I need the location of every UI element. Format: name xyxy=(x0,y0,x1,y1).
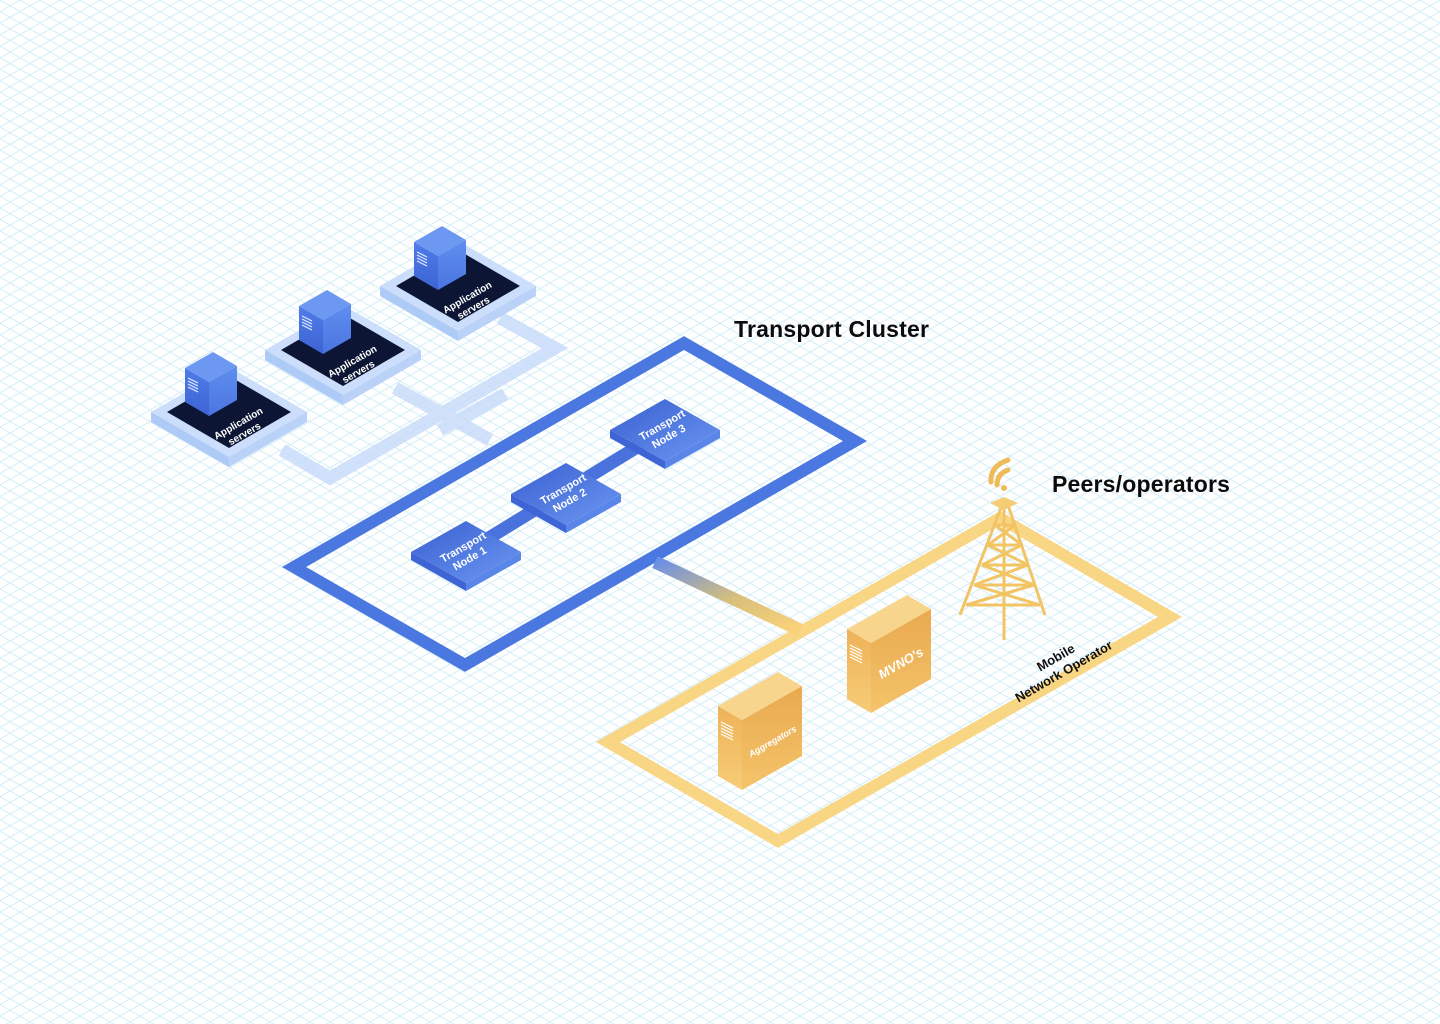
server-top xyxy=(185,352,237,382)
server-side xyxy=(438,240,466,290)
platform-edge xyxy=(151,412,229,467)
platform-edge xyxy=(458,286,536,341)
server-side xyxy=(323,304,351,354)
transport-node-top xyxy=(610,399,720,461)
transport-node-top xyxy=(411,521,521,583)
peers-boundary xyxy=(595,511,1183,848)
platform-edge xyxy=(380,286,458,341)
server-top xyxy=(414,226,466,256)
cell-tower-icon xyxy=(958,497,1047,640)
transport-node-top xyxy=(511,463,621,525)
wifi-signal-icon xyxy=(988,457,1011,491)
transport-cluster-boundary xyxy=(281,336,868,672)
cluster-to-peers-link xyxy=(652,556,803,636)
transport-cluster-heading: Transport Cluster xyxy=(734,316,930,342)
platform-edge xyxy=(343,350,421,405)
platform-edge xyxy=(229,412,307,467)
server-side xyxy=(209,366,237,416)
app-server-connectors xyxy=(278,312,569,486)
server-top xyxy=(299,290,351,320)
peers-operators-heading: Peers/operators xyxy=(1052,471,1231,497)
platform-edge xyxy=(265,350,343,405)
mvnos-box[interactable]: MVNO's xyxy=(847,595,931,713)
aggregators-box[interactable]: Aggregators xyxy=(718,672,802,790)
